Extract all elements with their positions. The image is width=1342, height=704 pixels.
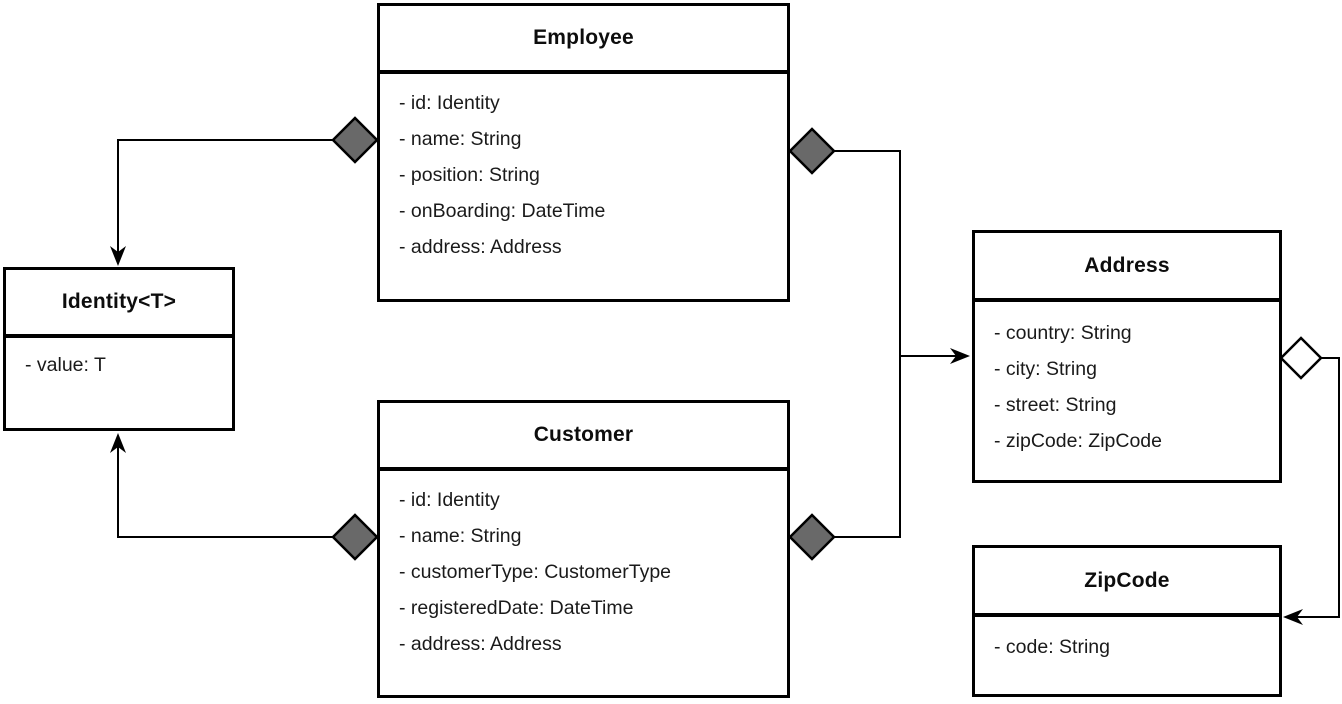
class-employee-title: Employee bbox=[380, 6, 787, 74]
class-attribute: - onBoarding: DateTime bbox=[399, 200, 606, 222]
employee-identity-connector bbox=[117, 139, 333, 252]
class-employee: Employee - id: Identity - name: String - p… bbox=[377, 3, 790, 302]
class-attribute: - address: Address bbox=[399, 236, 562, 258]
class-attribute: - value: T bbox=[25, 354, 106, 376]
customer-identity-connector bbox=[117, 447, 333, 538]
class-zipcode-attributes: - code: String bbox=[975, 617, 1279, 665]
class-attribute: - customerType: CustomerType bbox=[399, 561, 672, 583]
employee-customer-address-rail bbox=[834, 150, 901, 538]
class-attribute: - id: Identity bbox=[399, 92, 500, 114]
arrow-into-address-left-icon bbox=[950, 348, 970, 364]
class-address-title: Address bbox=[975, 233, 1279, 302]
class-attribute: - street: String bbox=[994, 394, 1117, 416]
class-attribute: - name: String bbox=[399, 525, 522, 547]
class-attribute: - name: String bbox=[399, 128, 522, 150]
class-identity-title: Identity<T> bbox=[6, 270, 232, 338]
class-identity: Identity<T> - value: T bbox=[3, 267, 235, 431]
filled-diamond-customer-left-icon bbox=[331, 513, 379, 561]
class-attribute: - id: Identity bbox=[399, 489, 500, 511]
class-zipcode: ZipCode - code: String bbox=[972, 545, 1282, 697]
filled-diamond-customer-right-icon bbox=[788, 513, 836, 561]
class-attribute: - position: String bbox=[399, 164, 540, 186]
arrow-into-zipcode-right-icon bbox=[1283, 609, 1303, 625]
filled-diamond-employee-right-icon bbox=[788, 127, 836, 175]
class-customer-title: Customer bbox=[380, 403, 787, 471]
class-address: Address - country: String- city: String-… bbox=[972, 230, 1282, 483]
class-zipcode-title: ZipCode bbox=[975, 548, 1279, 617]
class-attribute: - country: String bbox=[994, 322, 1132, 344]
class-attribute: - code: String bbox=[994, 636, 1110, 658]
hollow-diamond-address-right-icon bbox=[1279, 336, 1323, 380]
class-attribute: - city: String bbox=[994, 358, 1097, 380]
class-customer: Customer - id: Identity - name: String - c… bbox=[377, 400, 790, 698]
address-zipcode-connector bbox=[1297, 357, 1340, 618]
filled-diamond-employee-left-icon bbox=[331, 116, 379, 164]
class-attribute: - registeredDate: DateTime bbox=[399, 597, 634, 619]
class-attribute: - address: Address bbox=[399, 633, 562, 655]
class-address-attributes: - country: String - city: String - street:… bbox=[975, 302, 1279, 459]
class-customer-attributes: - id: Identity - name: String - customerTy… bbox=[380, 471, 787, 662]
class-identity-attributes: - value: T bbox=[6, 338, 232, 383]
arrow-into-identity-bottom-icon bbox=[110, 433, 126, 453]
arrow-into-identity-top-icon bbox=[110, 246, 126, 266]
class-employee-attributes: - id: Identity - name: String - position: … bbox=[380, 74, 787, 265]
class-attribute: - zipCode: ZipCode bbox=[994, 430, 1162, 452]
